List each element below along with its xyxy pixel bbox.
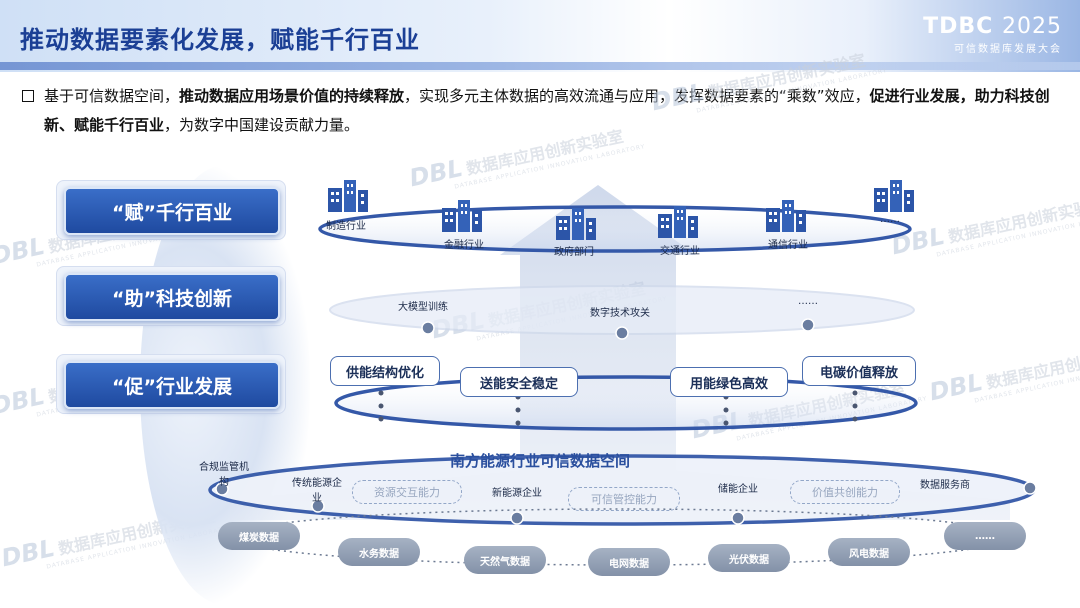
- data-source-cloud: 天然气数据: [464, 546, 546, 574]
- connector-dot: [852, 390, 858, 396]
- node-dot: [731, 511, 745, 525]
- industry-label: ……: [880, 214, 900, 225]
- industry-label: 通信行业: [768, 240, 808, 251]
- participant-label: 数据服务商: [920, 480, 970, 491]
- node-dot: [801, 318, 815, 332]
- upward-arrow-icon: [230, 185, 1010, 520]
- building-icon: [766, 200, 806, 232]
- connector-dot: [378, 416, 384, 422]
- participant-label: 储能企业: [718, 484, 758, 495]
- building-icon: [442, 200, 482, 232]
- connector-dot: [723, 407, 729, 413]
- capability-pill: 资源交互能力: [352, 480, 462, 504]
- empower-industries-button[interactable]: “赋”千行百业: [64, 187, 280, 235]
- intro-seg-1: 基于可信数据空间，: [44, 87, 180, 105]
- energy-pill[interactable]: 电碳价值释放: [802, 356, 916, 386]
- energy-pill[interactable]: 用能绿色高效: [670, 367, 788, 397]
- building-icon: [556, 208, 596, 240]
- node-dot: [615, 326, 629, 340]
- industry-label: 金融行业: [444, 240, 484, 251]
- data-source-cloud: 光伏数据: [708, 544, 790, 572]
- brand-year: 2025: [1002, 14, 1062, 39]
- connector-dot: [852, 416, 858, 422]
- node-dot: [311, 499, 325, 513]
- data-source-cloud: 水务数据: [338, 538, 420, 566]
- node-dot: [421, 321, 435, 335]
- data-source-cloud: 风电数据: [828, 538, 910, 566]
- industry-ring: [318, 205, 912, 253]
- connector-dot: [852, 403, 858, 409]
- building-icon: [328, 180, 368, 212]
- header-accent-bar: [0, 62, 1080, 70]
- capability-pill: 价值共创能力: [790, 480, 900, 504]
- brand-subtitle: 可信数据库发展大会: [954, 44, 1062, 55]
- intro-seg-3: ，实现多元主体数据的高效流通与应用，发挥数据要素的“乘数”效应，: [404, 87, 870, 105]
- connector-dot: [515, 420, 521, 426]
- tech-innovation-button[interactable]: “助”科技创新: [64, 273, 280, 321]
- tech-label: 大模型训练: [398, 302, 448, 313]
- energy-pill[interactable]: 送能安全稳定: [460, 367, 578, 397]
- tech-label: 数字技术攻关: [590, 308, 650, 319]
- bullet-square-icon: [22, 90, 34, 102]
- brand-logo: TDBC 2025 可信数据库发展大会: [923, 14, 1062, 55]
- capability-pill: 可信管控能力: [568, 487, 680, 511]
- tech-label: ……: [798, 296, 818, 307]
- data-source-cloud: ……: [944, 522, 1026, 550]
- participant-label: 新能源企业: [492, 488, 542, 499]
- building-icon: [874, 180, 914, 212]
- industry-label: 政府部门: [554, 247, 594, 258]
- intro-seg-5: ，为数字中国建设贡献力量。: [164, 116, 360, 134]
- header-banner: [0, 0, 1080, 72]
- intro-seg-2: 推动数据应用场景价值的持续释放: [179, 87, 405, 105]
- intro-paragraph: 基于可信数据空间，推动数据应用场景价值的持续释放，实现多元主体数据的高效流通与应…: [22, 82, 1062, 140]
- industry-development-button[interactable]: “促”行业发展: [64, 361, 280, 409]
- energy-pill[interactable]: 供能结构优化: [330, 356, 440, 386]
- data-space-title: 南方能源行业可信数据空间: [449, 452, 630, 470]
- participant-label: 合规监管机构: [199, 462, 249, 488]
- connector-dot: [515, 407, 521, 413]
- data-source-cloud: 电网数据: [588, 548, 670, 576]
- building-icon: [658, 206, 698, 238]
- connector-dot: [378, 390, 384, 396]
- industry-label: 制造行业: [326, 221, 366, 232]
- connector-dot: [723, 420, 729, 426]
- page-title: 推动数据要素化发展，赋能千行百业: [20, 26, 420, 54]
- brand-name: TDBC: [923, 14, 994, 39]
- data-source-cloud: 煤炭数据: [218, 522, 300, 550]
- node-dot: [510, 511, 524, 525]
- connector-dot: [378, 403, 384, 409]
- node-dot: [1023, 481, 1037, 495]
- participant-label: 传统能源企业: [292, 478, 342, 504]
- intro-seg-4: 促进行业发展，助力科技创新、赋能千行百业: [44, 87, 1050, 134]
- industry-label: 交通行业: [660, 246, 700, 257]
- node-dot: [215, 482, 229, 496]
